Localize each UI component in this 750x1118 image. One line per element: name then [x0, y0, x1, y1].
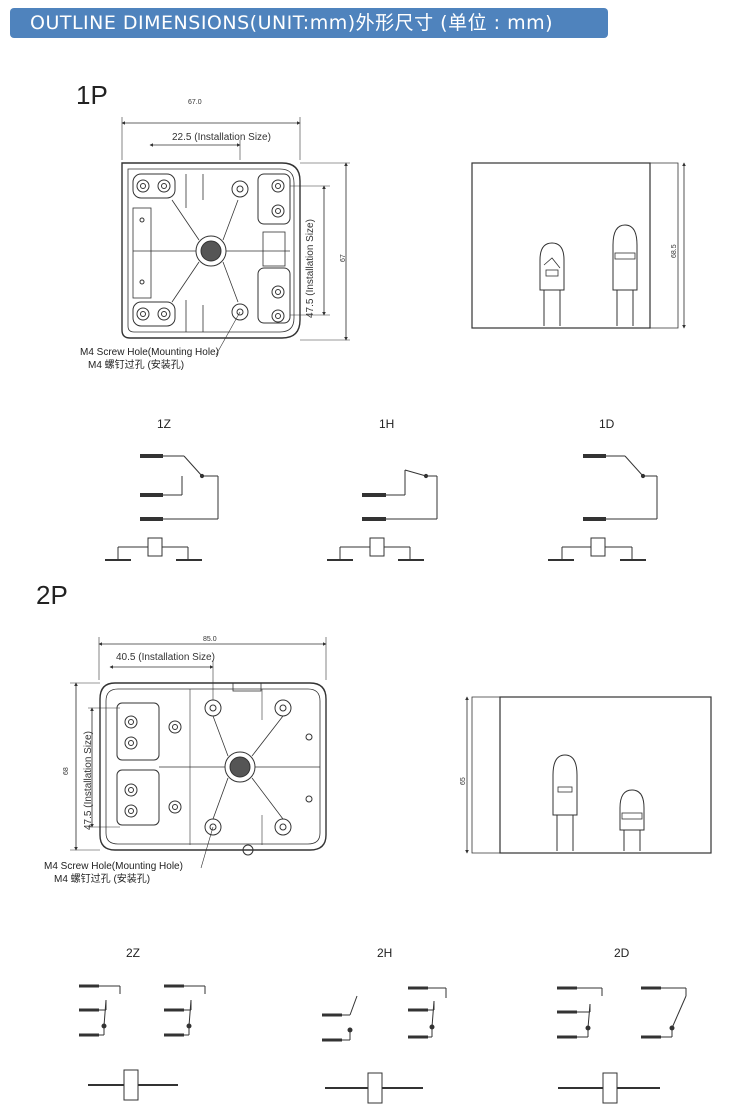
schematic-label-1d: 1D [599, 417, 615, 431]
schematic-1d [548, 454, 658, 561]
section-heading-2p: 2P [36, 580, 68, 610]
screw-note-cn-1p: M4 螺钉过孔 (安装孔) [88, 360, 185, 371]
title-banner: OUTLINE DIMENSIONS(UNIT:mm)外形尺寸 (单位 : mm… [10, 8, 608, 38]
schematic-label-2z: 2Z [126, 946, 141, 960]
1p-top-view [121, 117, 350, 356]
2p-side-view [465, 696, 712, 854]
screw-note-en-2p: M4 Screw Hole(Mounting Hole) [44, 861, 183, 872]
width-dim-2p: 85.0 [203, 636, 217, 643]
schematic-2z [79, 984, 206, 1101]
width-dim-1p: 67.0 [188, 99, 202, 106]
install-width-2p: 40.5 (Installation Size) [116, 652, 215, 663]
screw-note-en-1p: M4 Screw Hole(Mounting Hole) [80, 347, 219, 358]
schematic-1h [327, 469, 438, 561]
schematic-label-2d: 2D [614, 946, 630, 960]
install-width-1p: 22.5 (Installation Size) [172, 132, 271, 143]
schematic-label-1h: 1H [379, 417, 395, 431]
screw-note-cn-2p: M4 螺钉过孔 (安装孔) [54, 874, 151, 885]
schematic-2h [322, 986, 447, 1104]
schematic-2d [557, 986, 687, 1104]
schematic-label-2h: 2H [377, 946, 393, 960]
1p-side-view [471, 162, 686, 329]
section-heading-1p: 1P [76, 80, 108, 110]
schematic-label-1z: 1Z [157, 417, 172, 431]
2p-top-view [70, 637, 327, 869]
schematic-1z [105, 454, 219, 561]
